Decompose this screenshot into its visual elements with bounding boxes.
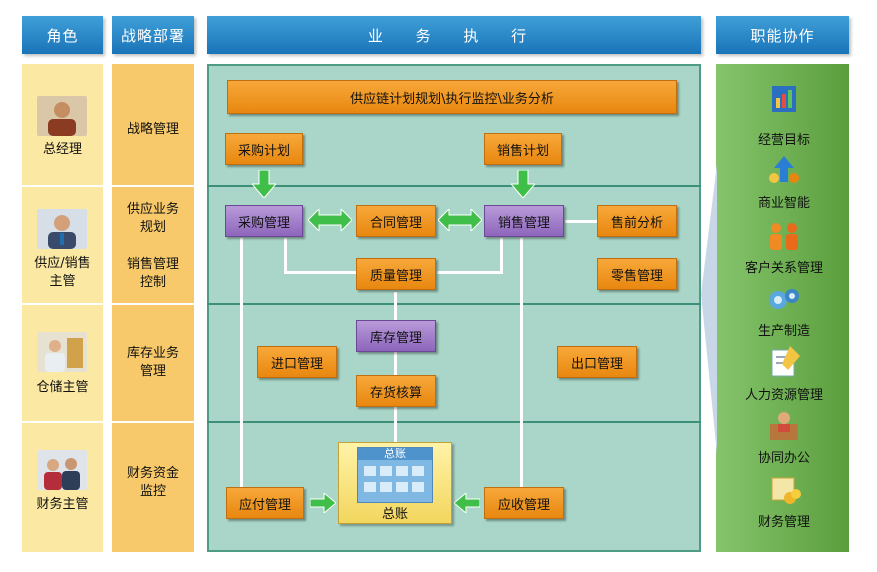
- gears-icon: [769, 289, 799, 309]
- row-separator: [112, 421, 194, 423]
- supply-business-planning: 供应业务 规划: [126, 202, 179, 235]
- target-chart-icon: [772, 86, 796, 112]
- function-collaboration: 协同办公: [757, 451, 810, 466]
- warehouse-manager-photo: [37, 332, 87, 372]
- accounts-receivable-box[interactable]: 应收管理: [484, 487, 564, 519]
- function-crm: 客户关系管理: [744, 261, 823, 276]
- role-supply-sales-manager: 供应/销售 主管: [34, 256, 91, 289]
- row-separator: [22, 303, 103, 305]
- header-execution: 业 务 执 行: [207, 16, 701, 54]
- collaboration-connector: [701, 164, 717, 454]
- retail-management-box[interactable]: 零售管理: [597, 258, 677, 290]
- connector-line: [437, 271, 503, 274]
- hr-document-icon: [771, 346, 800, 377]
- connector-line: [284, 238, 287, 274]
- connector-line: [500, 238, 503, 274]
- ledger-top-label: 总账: [358, 448, 432, 460]
- ledger-grid-icon: [364, 466, 424, 492]
- function-hr: 人力资源管理: [744, 388, 823, 403]
- sales-plan-box[interactable]: 销售计划: [484, 133, 562, 165]
- quality-management-box[interactable]: 质量管理: [356, 258, 436, 290]
- double-arrow-icon: [308, 209, 352, 231]
- ledger-bottom-label: 总账: [381, 507, 408, 522]
- row-separator: [207, 421, 701, 423]
- business-intelligence-icon: [769, 156, 799, 183]
- function-business-intelligence: 商业智能: [757, 196, 810, 211]
- stock-accounting-box[interactable]: 存货核算: [356, 375, 436, 407]
- sales-management-box[interactable]: 销售管理: [484, 205, 564, 237]
- contract-management-box[interactable]: 合同管理: [356, 205, 436, 237]
- inventory-business-management: 库存业务 管理: [126, 346, 179, 379]
- row-separator: [22, 421, 103, 423]
- supply-sales-manager-photo: [37, 209, 87, 249]
- crm-people-icon: [770, 223, 798, 250]
- ledger-building-icon: 总账: [357, 447, 433, 503]
- finance-manager-photo: [37, 450, 87, 490]
- row-separator: [112, 303, 194, 305]
- row-separator: [207, 185, 701, 187]
- connector-line: [394, 292, 397, 442]
- general-ledger-panel[interactable]: 总账 总账: [338, 442, 452, 524]
- export-management-box[interactable]: 出口管理: [557, 346, 637, 378]
- double-arrow-icon: [438, 209, 482, 231]
- finance-fund-monitoring: 财务资金 监控: [126, 466, 179, 499]
- purchase-management-box[interactable]: 采购管理: [225, 205, 303, 237]
- down-arrow-icon: [511, 170, 535, 198]
- header-strategy: 战略部署: [112, 16, 194, 54]
- connector-line: [565, 220, 598, 223]
- role-finance-manager: 财务主管: [36, 497, 89, 512]
- presales-analysis-box[interactable]: 售前分析: [597, 205, 677, 237]
- strategy-column: [112, 64, 194, 552]
- down-arrow-icon: [252, 170, 276, 198]
- row-separator: [22, 185, 103, 187]
- accounts-payable-box[interactable]: 应付管理: [226, 487, 304, 519]
- role-general-manager: 总经理: [42, 142, 82, 157]
- function-business-goal: 经营目标: [757, 133, 810, 148]
- purchase-plan-box[interactable]: 采购计划: [225, 133, 303, 165]
- row-separator: [207, 303, 701, 305]
- left-arrow-icon: [454, 493, 480, 513]
- collaboration-office-icon: [770, 412, 798, 440]
- sales-management-control: 销售管理 控制: [126, 257, 179, 290]
- function-finance: 财务管理: [757, 515, 810, 530]
- import-management-box[interactable]: 进口管理: [257, 346, 337, 378]
- functions-column: [716, 64, 849, 552]
- row-separator: [112, 185, 194, 187]
- supply-chain-banner[interactable]: 供应链计划规划\执行监控\业务分析: [227, 80, 677, 114]
- connector-line: [284, 271, 357, 274]
- connector-line: [240, 238, 243, 504]
- strategy-management: 战略管理: [126, 122, 179, 137]
- function-manufacturing: 生产制造: [757, 324, 810, 339]
- finance-coins-icon: [771, 477, 801, 504]
- connector-line: [520, 238, 523, 504]
- inventory-management-box[interactable]: 库存管理: [356, 320, 436, 352]
- role-warehouse-manager: 仓储主管: [36, 380, 89, 395]
- right-arrow-icon: [310, 493, 336, 513]
- general-manager-photo: [37, 96, 87, 136]
- header-functions: 职能协作: [716, 16, 849, 54]
- header-role: 角色: [22, 16, 103, 54]
